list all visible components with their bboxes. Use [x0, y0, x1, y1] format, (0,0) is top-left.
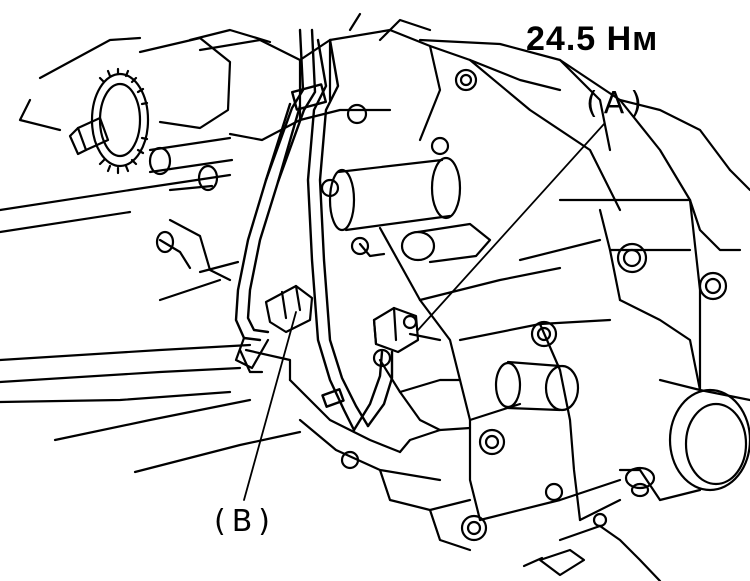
leader-lines: [243, 123, 605, 501]
torque-spec-label: 24.5 Нм: [526, 20, 659, 58]
leader-line-a: [417, 123, 605, 331]
callout-a-label: (A): [586, 86, 648, 121]
case-bolts: [340, 242, 728, 542]
wire-harness: [234, 28, 394, 432]
spindle: [494, 360, 580, 412]
sensor-bolt-a: [372, 306, 442, 368]
upper-housing: [198, 12, 562, 198]
lower-chassis: [155, 218, 292, 382]
left-gear-assembly: [68, 28, 272, 192]
output-shaft: [522, 378, 750, 581]
leader-line-b: [243, 311, 297, 501]
background-frame: [0, 36, 302, 474]
callout-b-label: (B): [214, 504, 276, 539]
cylinder-body: [328, 156, 492, 302]
